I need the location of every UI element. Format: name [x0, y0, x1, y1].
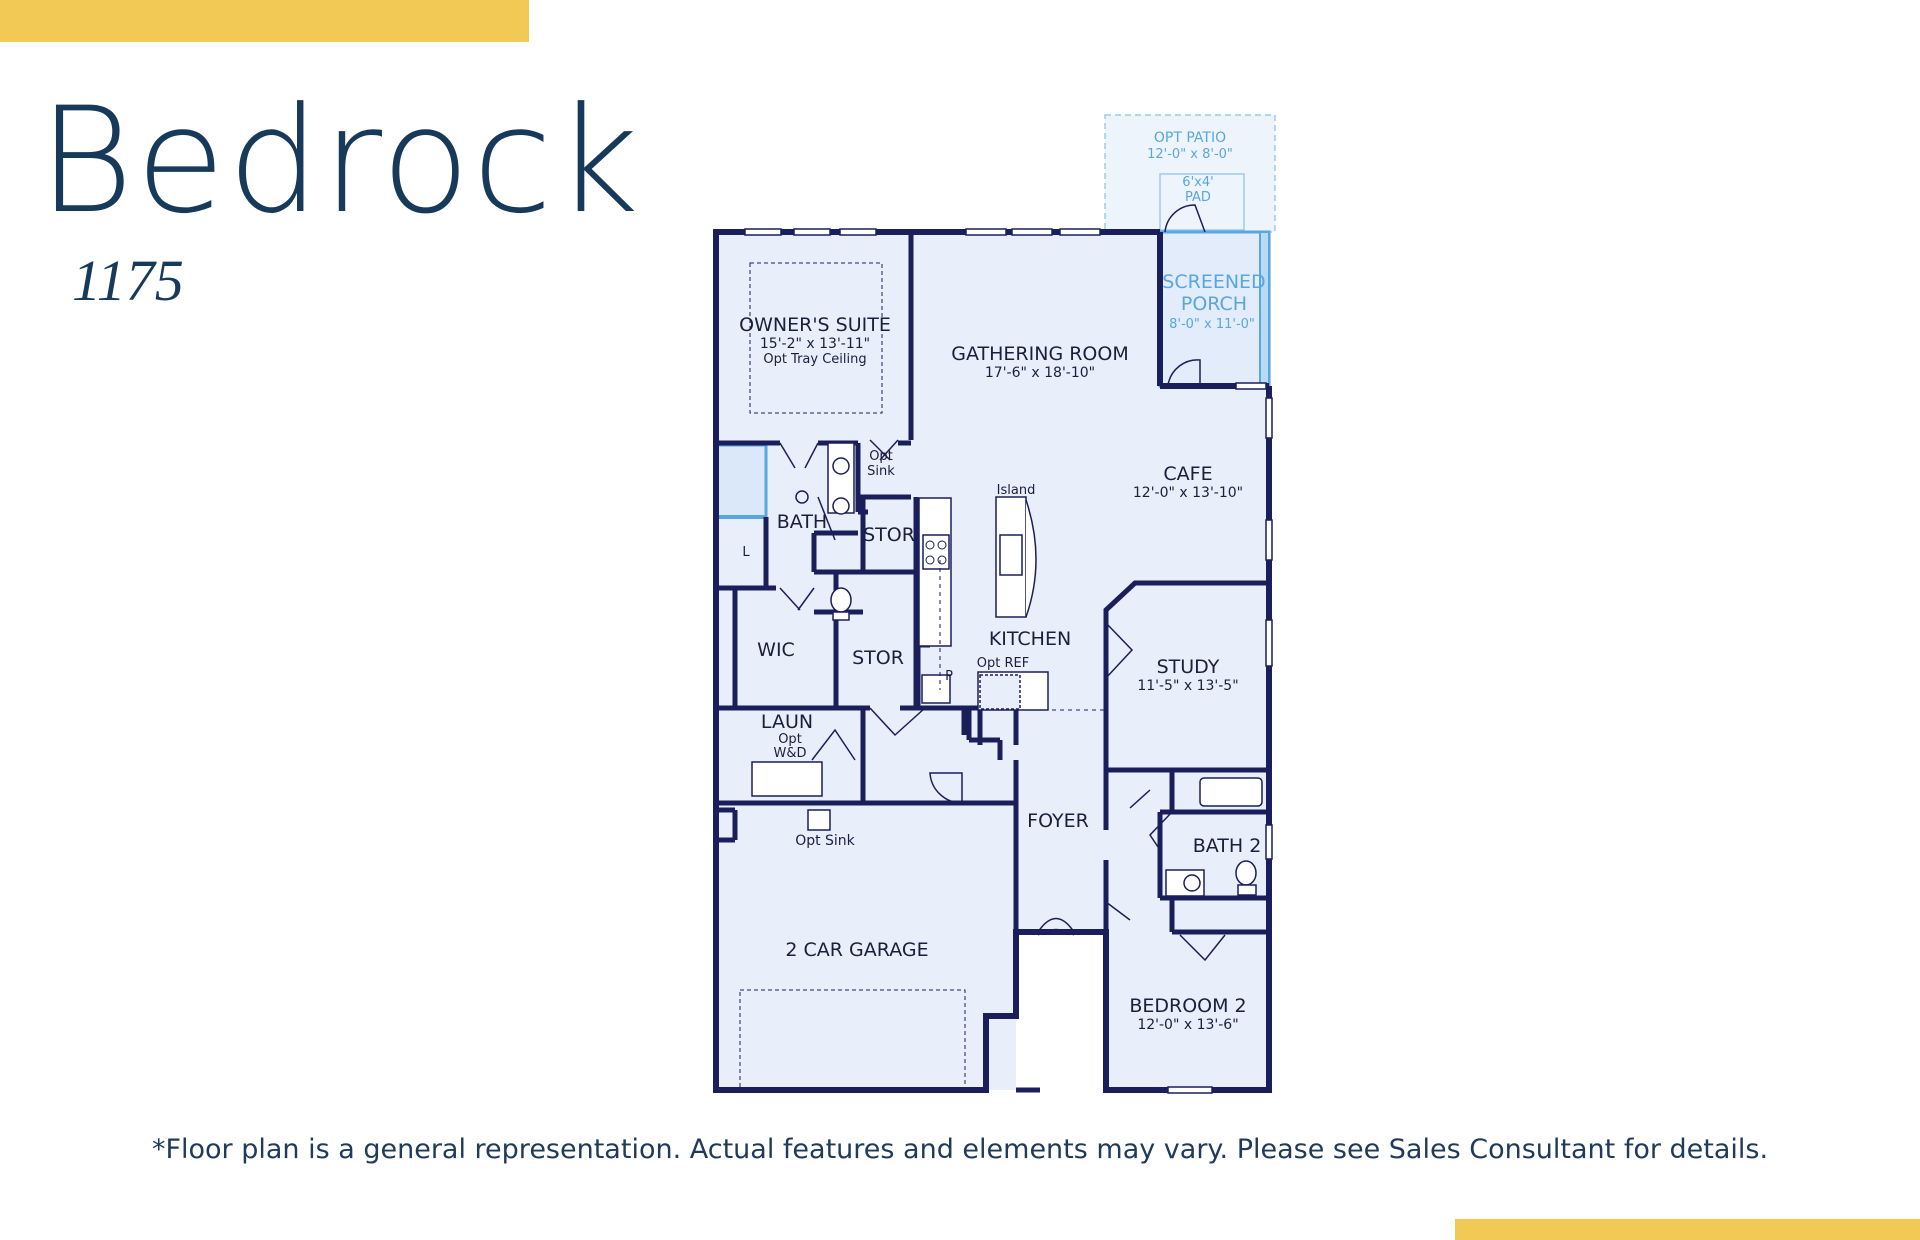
garage-label: 2 CAR GARAGE — [785, 939, 928, 961]
cooktop-burners — [925, 540, 947, 565]
stor-label-1: STOR — [863, 524, 915, 546]
owners-suite-label: OWNER'S SUITE — [739, 314, 891, 336]
laun-opt: Opt — [778, 732, 802, 747]
porch-screen-wall — [1259, 231, 1270, 387]
pantry-label: P — [945, 669, 953, 684]
garage-door-outline — [739, 989, 966, 1091]
bedroom-2-label: BEDROOM 2 — [1129, 995, 1246, 1017]
study-dims: 11'-5" x 13'-5" — [1137, 678, 1238, 694]
tub-drain-icon — [795, 490, 809, 504]
screened-porch-dims: 8'-0" x 11'-0" — [1169, 317, 1255, 332]
opt-ref-label: Opt REF — [977, 656, 1029, 671]
bath-2-label: BATH 2 — [1193, 835, 1262, 857]
opt-sink-label-2: Sink — [867, 464, 895, 479]
pad-label: PAD — [1185, 190, 1211, 205]
door-swings — [779, 204, 1226, 962]
disclaimer-text: *Floor plan is a general representation.… — [151, 1134, 1769, 1165]
kitchen-label: KITCHEN — [989, 628, 1071, 650]
linen-label: L — [742, 545, 750, 560]
gathering-room-label: GATHERING ROOM — [951, 343, 1128, 365]
laun-wd: W&D — [773, 746, 806, 761]
garage-opt-sink-label: Opt Sink — [795, 833, 855, 849]
accent-bar-bottom — [1455, 1219, 1920, 1240]
bedroom-2-dims: 12'-0" x 13'-6" — [1137, 1017, 1238, 1033]
kitchen-counters — [918, 496, 1049, 711]
accent-bar-top — [0, 0, 529, 42]
pad-size: 6'x4' — [1182, 175, 1213, 190]
screened-porch-outline — [1158, 230, 1271, 388]
stor-label-2: STOR — [852, 647, 904, 669]
bath-label: BATH — [777, 511, 827, 533]
screened-porch-label-2: PORCH — [1181, 293, 1247, 315]
windows — [744, 228, 1273, 1094]
study-label: STUDY — [1157, 656, 1220, 678]
opt-patio-dims: 12'-0" x 8'-0" — [1147, 147, 1233, 162]
cafe-dims: 12'-0" x 13'-10" — [1133, 485, 1243, 501]
owners-suite-dims: 15'-2" x 13'-11" — [760, 336, 870, 352]
owners-suite-note: Opt Tray Ceiling — [763, 352, 866, 367]
opt-patio-label: OPT PATIO — [1154, 130, 1226, 146]
plan-title: Bedrock — [38, 76, 642, 246]
cafe-label: CAFE — [1163, 463, 1212, 485]
opt-sink-label-1: Opt — [869, 449, 893, 464]
tray-ceiling-outline — [749, 262, 883, 414]
square-footage: 1175 — [72, 248, 184, 313]
gathering-room-dims: 17'-6" x 18'-10" — [985, 365, 1095, 381]
screened-porch-label-1: SCREENED — [1162, 271, 1265, 293]
bath-fixtures — [751, 442, 1263, 897]
shower — [714, 443, 768, 519]
laun-label: LAUN — [761, 711, 813, 733]
pad-outline — [1159, 173, 1245, 231]
wic-label: WIC — [757, 639, 795, 661]
island-label: Island — [997, 483, 1036, 498]
foyer-label: FOYER — [1027, 810, 1089, 832]
